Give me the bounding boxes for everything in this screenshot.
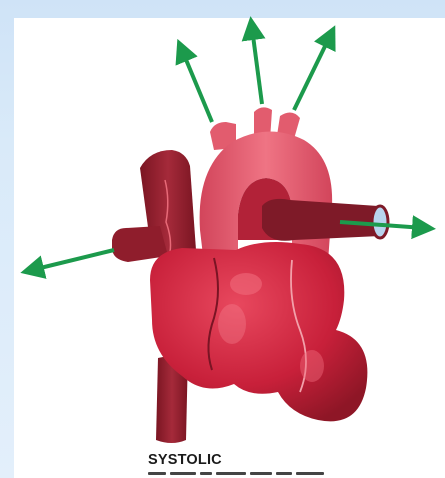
- pulmonary-artery: [262, 199, 388, 241]
- cropped-subcaption: [148, 472, 358, 478]
- aorta: [200, 107, 333, 266]
- arrow-icon: [252, 28, 262, 104]
- arrow-icon: [32, 250, 114, 270]
- arrow-icon: [294, 36, 330, 110]
- figure-caption: SYSTOLIC: [148, 453, 222, 468]
- arrow-icon: [182, 50, 212, 122]
